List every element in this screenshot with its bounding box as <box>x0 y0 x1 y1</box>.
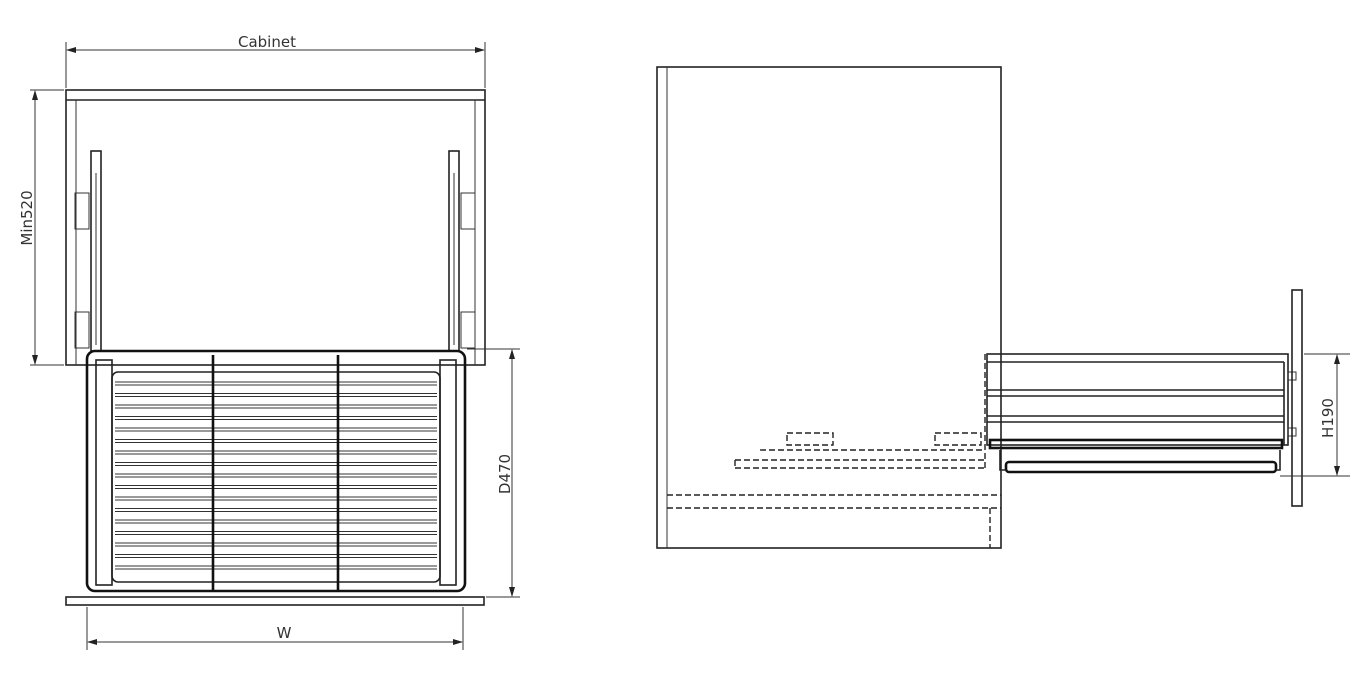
basket-wire-bars <box>115 381 437 570</box>
extended-drawer <box>986 353 1297 474</box>
dimension-label-height: H190 <box>1319 398 1337 438</box>
dimension-basket-depth: D470 <box>467 348 520 598</box>
left-runner-rail <box>74 150 102 352</box>
dimension-label-width: W <box>277 624 292 642</box>
wire-basket <box>85 349 467 593</box>
cabinet-outline <box>65 89 486 366</box>
drawer-front-panel <box>1291 289 1303 507</box>
dimension-height: H190 <box>1280 353 1350 477</box>
retracted-drawer-dashed <box>734 354 986 470</box>
dimension-min-depth: Min520 <box>18 89 64 366</box>
dimension-cabinet: Cabinet <box>65 33 486 88</box>
dimension-label-cabinet: Cabinet <box>238 33 296 51</box>
dimension-width: W <box>86 607 464 650</box>
front-view: Cabinet Min520 D470 W <box>18 33 520 650</box>
cabinet-side <box>656 66 1002 549</box>
side-view: H190 <box>656 66 1350 549</box>
base-plate <box>65 596 485 606</box>
dimension-label-min-depth: Min520 <box>18 190 36 245</box>
dimension-label-basket-depth: D470 <box>496 454 514 494</box>
right-runner-rail <box>448 150 476 352</box>
